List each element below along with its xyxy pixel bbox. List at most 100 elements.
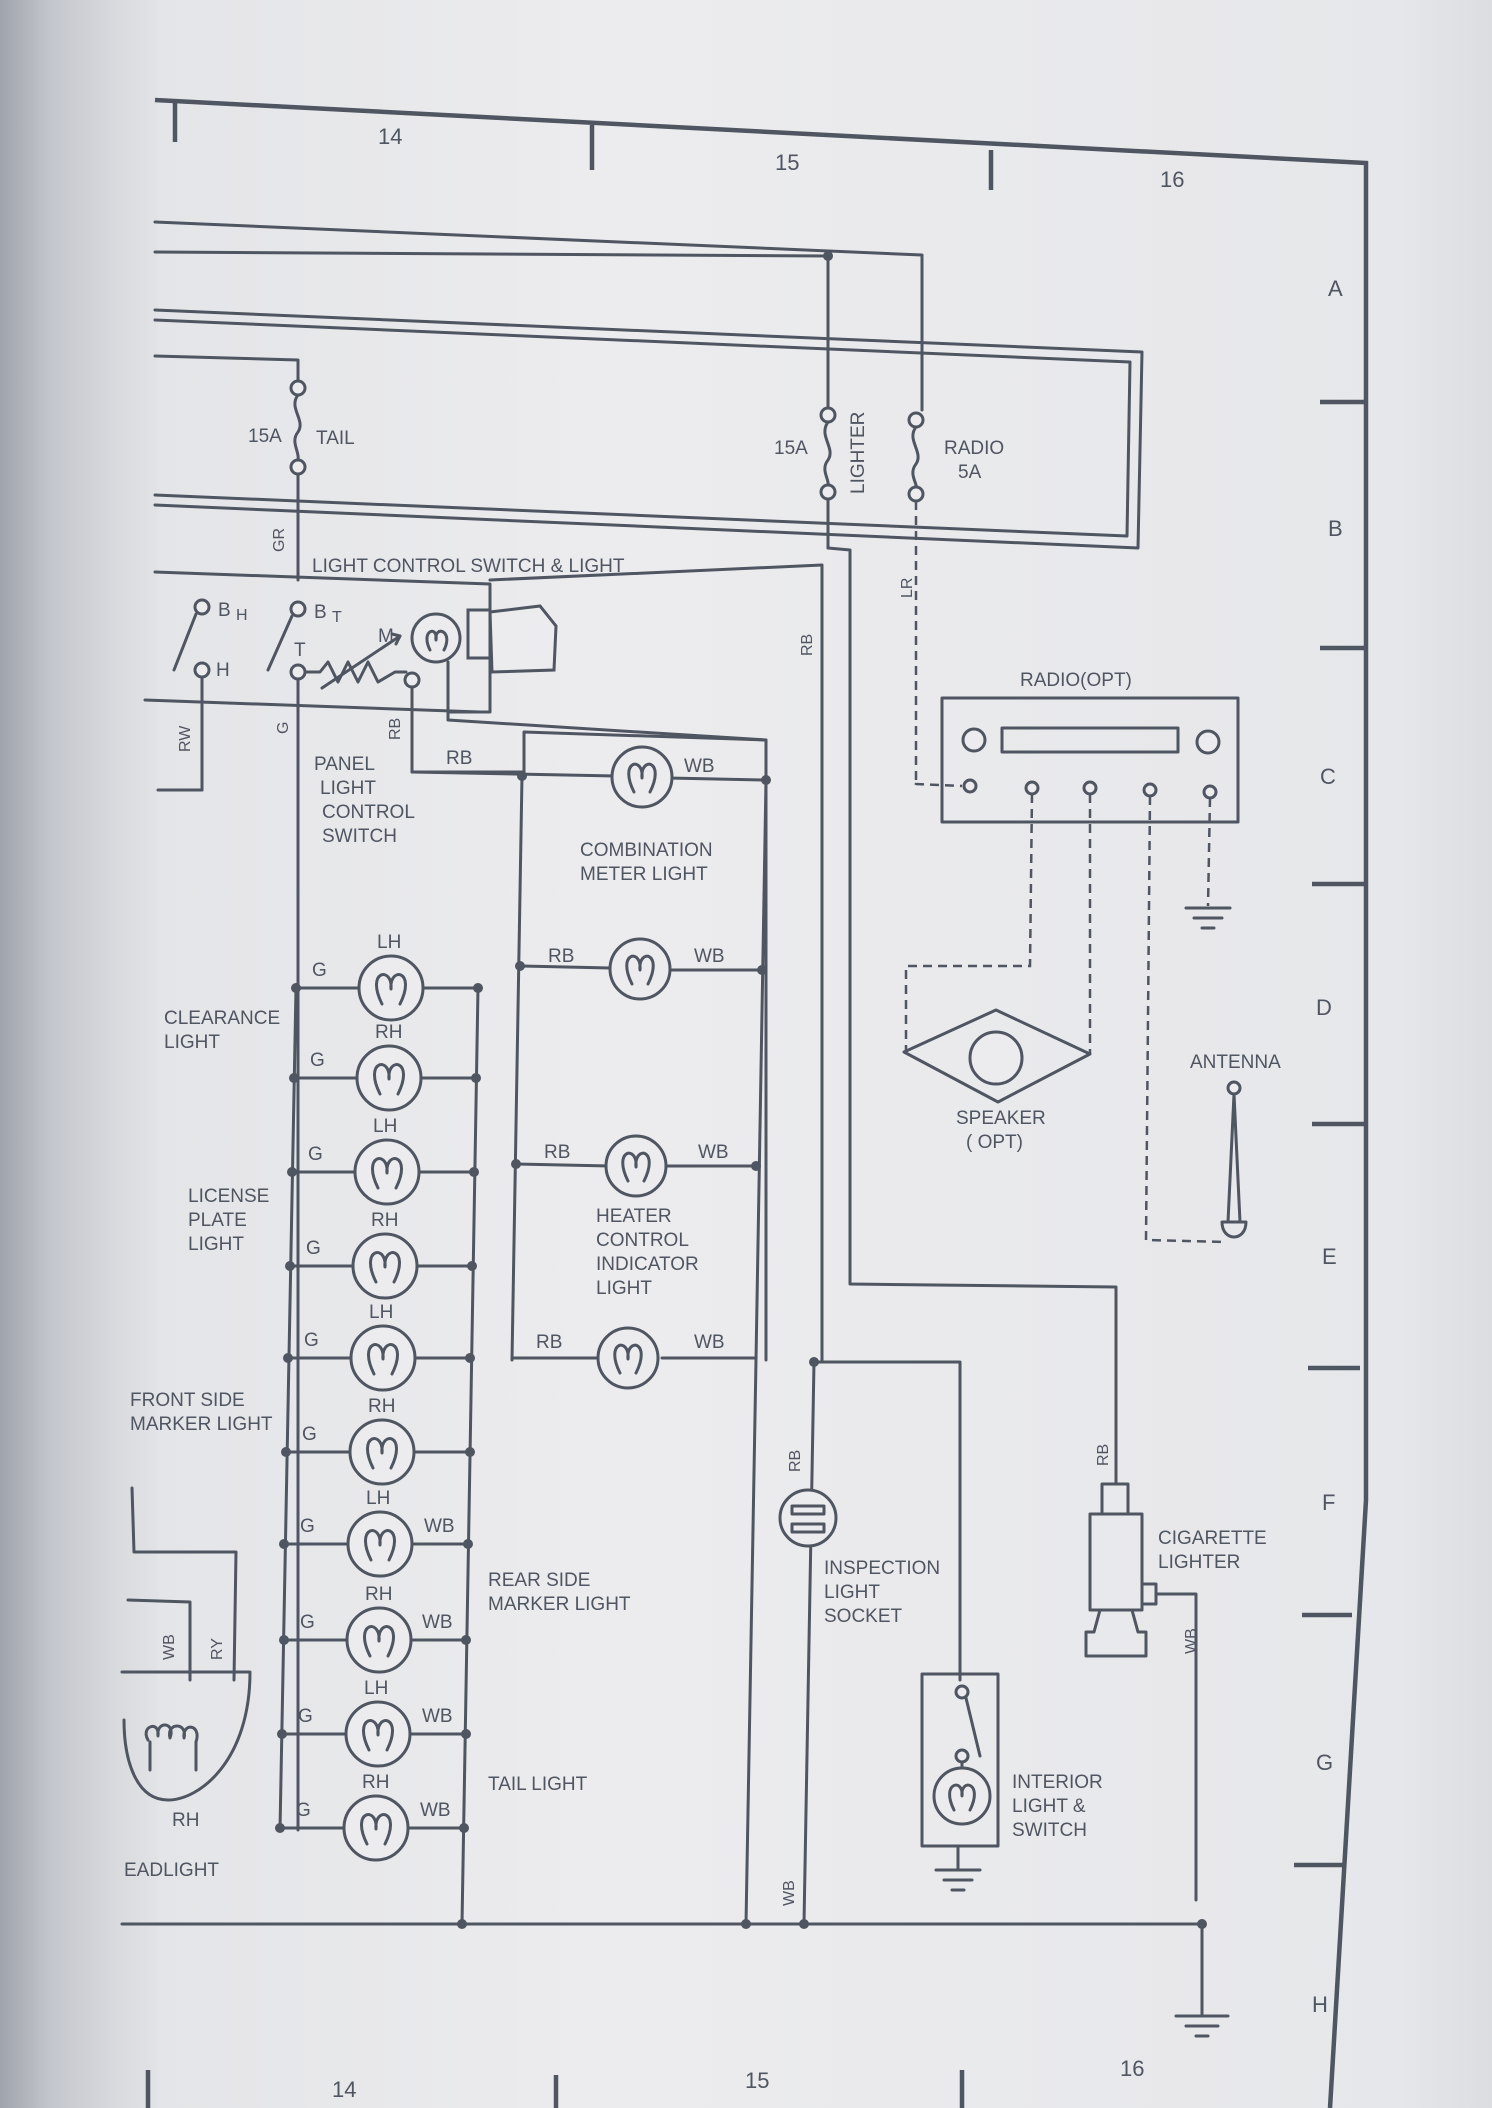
license-plate-light-l2: PLATE	[188, 1210, 247, 1231]
wire-label-wb-lamp: WB	[424, 1516, 455, 1537]
wire-label-wb-meter1: WB	[684, 756, 715, 777]
wire-label-g-lamp: G	[304, 1330, 319, 1351]
interior-light-l2: LIGHT &	[1012, 1796, 1086, 1817]
wire-label-wb-meter2: WB	[694, 946, 725, 967]
fuse-radio-name: RADIO	[944, 438, 1004, 459]
meter-lamps-wiring	[410, 770, 768, 1362]
inspection-light-socket	[778, 1360, 962, 1926]
exterior-lamp: LHG	[283, 1302, 475, 1392]
exterior-lamp: LHG	[291, 932, 483, 1022]
switch-terminal-bh-sub: H	[236, 607, 248, 624]
grid-row-h: H	[1312, 1992, 1328, 2017]
switch-terminal-bh: B	[218, 600, 231, 621]
speaker-l2: ( OPT)	[966, 1132, 1023, 1153]
heater-indicator-l1: HEATER	[596, 1206, 672, 1227]
inspection-socket-l3: SOCKET	[824, 1606, 903, 1627]
license-plate-light-l3: LIGHT	[188, 1234, 244, 1255]
wire-label-g-lamp: G	[300, 1612, 315, 1633]
speaker-l1: SPEAKER	[956, 1108, 1046, 1129]
fuse-lighter	[819, 406, 837, 501]
exterior-lamp: RH G	[289, 1022, 481, 1112]
clearance-light-l2: LIGHT	[164, 1032, 220, 1053]
wire-label-g-lamp: G	[300, 1516, 315, 1537]
radio-label: RADIO(OPT)	[1020, 670, 1132, 691]
grid-col-top-14: 14	[378, 124, 402, 149]
fuse-radio-amp: 5A	[958, 462, 982, 483]
wire-label-wb-heater2: WB	[694, 1332, 725, 1353]
radio	[904, 696, 1240, 1244]
combination-meter-light-1	[610, 745, 674, 809]
front-side-marker-l1: FRONT SIDE	[130, 1390, 245, 1411]
grid-row-c: C	[1320, 764, 1336, 789]
cigarette-lighter-l1: CIGARETTE	[1158, 1528, 1267, 1549]
wire-label-gr: GR	[271, 528, 288, 552]
panel-light-switch-l2: LIGHT	[320, 778, 376, 799]
exterior-lamp: LHG	[287, 1116, 479, 1206]
lamp-side-label: LH	[373, 1116, 397, 1137]
grid-row-d: D	[1316, 995, 1332, 1020]
cigarette-lighter	[1084, 1482, 1198, 1902]
interior-light-switch	[920, 1672, 1000, 1892]
exterior-lamp: LH G WB	[277, 1678, 471, 1768]
lamp-side-label: RH	[365, 1584, 392, 1605]
wire-label-rb-lighter: RB	[1095, 1444, 1112, 1466]
heater-control-indicator-light-2	[596, 1326, 660, 1390]
wire-label-g-lamp: G	[310, 1050, 325, 1071]
grid-row-g: G	[1316, 1750, 1333, 1775]
page-binding-shadow	[0, 0, 158, 2108]
wire-label-rb-panel: RB	[387, 718, 404, 740]
wire-label-wb-headlight: WB	[161, 1634, 178, 1660]
wire-label-rb-inspection: RB	[787, 1450, 804, 1472]
grid-row-e: E	[1322, 1244, 1337, 1269]
ground-bus	[120, 1922, 1230, 2038]
headlight	[120, 1486, 252, 1802]
grid-col-bottom-15: 15	[745, 2068, 769, 2093]
wire-label-g-lamp: G	[298, 1706, 313, 1727]
power-buses	[153, 220, 1144, 1486]
front-side-marker-l2: MARKER LIGHT	[130, 1414, 273, 1435]
interior-light-l1: INTERIOR	[1012, 1772, 1103, 1793]
wire-label-rb-heater1: RB	[544, 1142, 570, 1163]
wire-label-wb-heater1: WB	[698, 1142, 729, 1163]
wire-label-g-lamp: G	[302, 1424, 317, 1445]
combination-meter-light-l1: COMBINATION	[580, 840, 713, 861]
fuse-radio	[907, 411, 925, 785]
wire-label-lr: LR	[899, 578, 916, 598]
heater-control-indicator-light-1	[604, 1134, 668, 1198]
heater-indicator-l2: CONTROL	[596, 1230, 689, 1251]
exterior-lamp: RH G	[281, 1396, 475, 1486]
interior-light-l3: SWITCH	[1012, 1820, 1087, 1841]
wire-label-rb-top: RB	[799, 634, 816, 656]
fuse-tail	[289, 379, 307, 582]
panel-light-switch-l1: PANEL	[314, 754, 375, 775]
light-control-switch-label: LIGHT CONTROL SWITCH & LIGHT	[312, 556, 625, 577]
clearance-light-l1: CLEARANCE	[164, 1008, 280, 1029]
grid-col-top-16: 16	[1160, 167, 1184, 192]
lamp-side-label: RH	[375, 1022, 402, 1043]
wire-label-rb-heater2: RB	[536, 1332, 562, 1353]
lamp-side-label: LH	[366, 1488, 390, 1509]
wire-label-g-lamp: G	[306, 1238, 321, 1259]
light-control-switch	[143, 563, 824, 1832]
antenna	[1220, 1080, 1248, 1239]
speaker	[902, 1008, 1092, 1104]
rear-side-marker-l1: REAR SIDE	[488, 1570, 590, 1591]
combination-meter-light-2	[608, 937, 672, 1001]
grid-row-f: F	[1322, 1490, 1335, 1515]
wire-label-wb-lamp: WB	[420, 1800, 451, 1821]
wire-label-rb-meter1: RB	[446, 748, 472, 769]
wire-label-wb-lamp: WB	[422, 1706, 453, 1727]
tail-light-label: TAIL LIGHT	[488, 1774, 588, 1795]
switch-terminal-bt: B	[314, 602, 327, 623]
lamp-side-label: RH	[368, 1396, 395, 1417]
antenna-label: ANTENNA	[1190, 1052, 1281, 1073]
lamp-side-label: LH	[377, 932, 401, 953]
inspection-socket-l1: INSPECTION	[824, 1558, 940, 1579]
lamp-side-label: LH	[364, 1678, 388, 1699]
wire-label-g-panel: G	[275, 722, 292, 734]
